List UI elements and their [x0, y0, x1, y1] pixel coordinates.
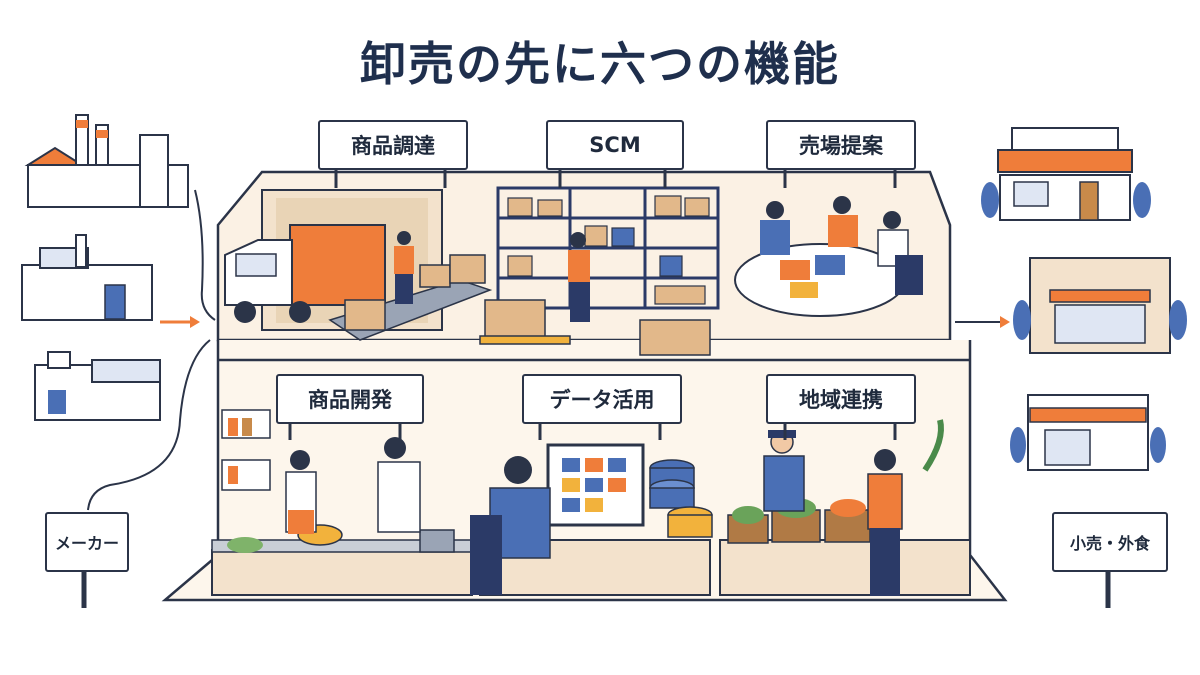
shelf-boxes — [507, 195, 710, 305]
farmer — [763, 430, 805, 512]
shop-top — [981, 127, 1151, 221]
shopper — [867, 449, 903, 596]
database-stack — [649, 459, 713, 538]
sign-data: データ活用 — [522, 374, 682, 424]
sign-retail: 小売・外食 — [1052, 512, 1168, 572]
worker-loading — [394, 231, 414, 304]
arrow-out — [955, 316, 1010, 328]
chef — [377, 437, 421, 533]
sign-development: 商品開発 — [276, 374, 424, 424]
shop-bottom — [1010, 394, 1166, 471]
sign-sales-floor: 売場提案 — [766, 120, 916, 170]
sign-procurement: 商品調達 — [318, 120, 468, 170]
meeting-table — [734, 196, 923, 317]
sign-maker: メーカー — [45, 512, 129, 572]
sign-scm: SCM — [546, 120, 684, 170]
kitchen-shelf — [221, 409, 271, 491]
factory-top — [24, 114, 189, 208]
conveyor — [328, 254, 493, 341]
produce-stand — [719, 419, 971, 596]
shop-middle — [1013, 257, 1187, 354]
factory-bottom — [34, 351, 161, 421]
truck — [224, 224, 386, 323]
factory-middle — [21, 234, 153, 321]
sign-regional: 地域連携 — [766, 374, 916, 424]
page-title: 卸売の先に六つの機能 — [360, 37, 840, 91]
kitchen-counter — [211, 524, 473, 596]
pallet-jack — [479, 232, 711, 356]
cook-woman — [285, 450, 317, 534]
connector-lines — [81, 189, 1111, 608]
arrow-in — [160, 316, 200, 328]
sign-posts — [288, 168, 897, 440]
data-worker — [470, 443, 711, 596]
